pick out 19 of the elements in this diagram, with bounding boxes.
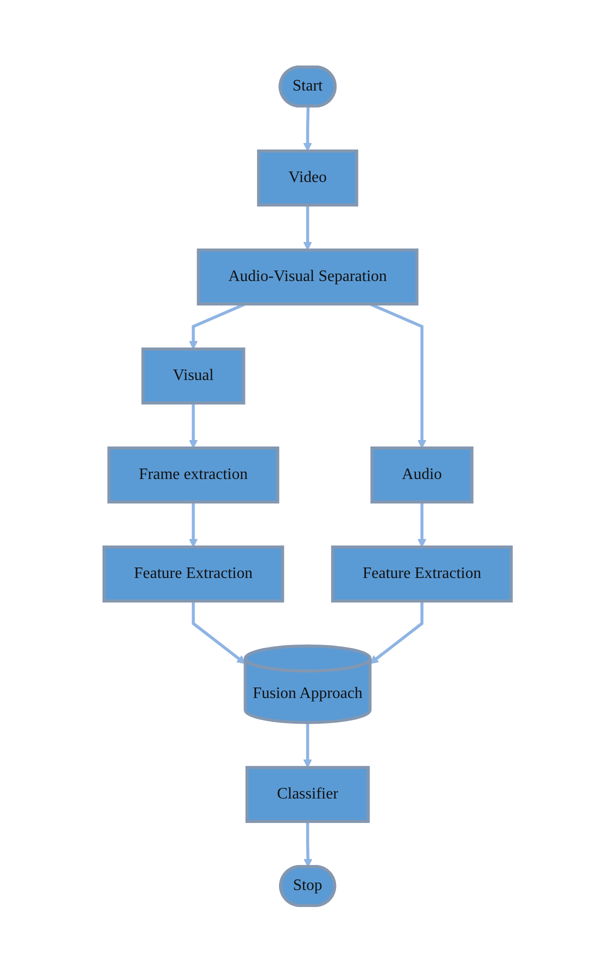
- node-box: Audio: [370, 446, 474, 504]
- node-box: Visual: [141, 348, 246, 405]
- node-box: Audio-Visual Separation: [196, 248, 418, 306]
- node-box: Frame extraction: [107, 446, 280, 504]
- arrow: [192, 601, 246, 664]
- arrow: [188, 302, 246, 350]
- arrow: [370, 601, 424, 664]
- node-box: Feature Extraction: [102, 546, 284, 603]
- arrow: [369, 302, 426, 449]
- node-box: Video: [256, 150, 358, 207]
- node-box: Classifier: [245, 766, 370, 824]
- arrow: [417, 502, 426, 548]
- arrow: [188, 502, 198, 548]
- arrow: [303, 106, 312, 152]
- arrow: [303, 722, 312, 768]
- arrow: [303, 822, 312, 868]
- arrow: [303, 205, 312, 251]
- node-box: Feature Extraction: [331, 546, 513, 603]
- arrow: [188, 403, 198, 449]
